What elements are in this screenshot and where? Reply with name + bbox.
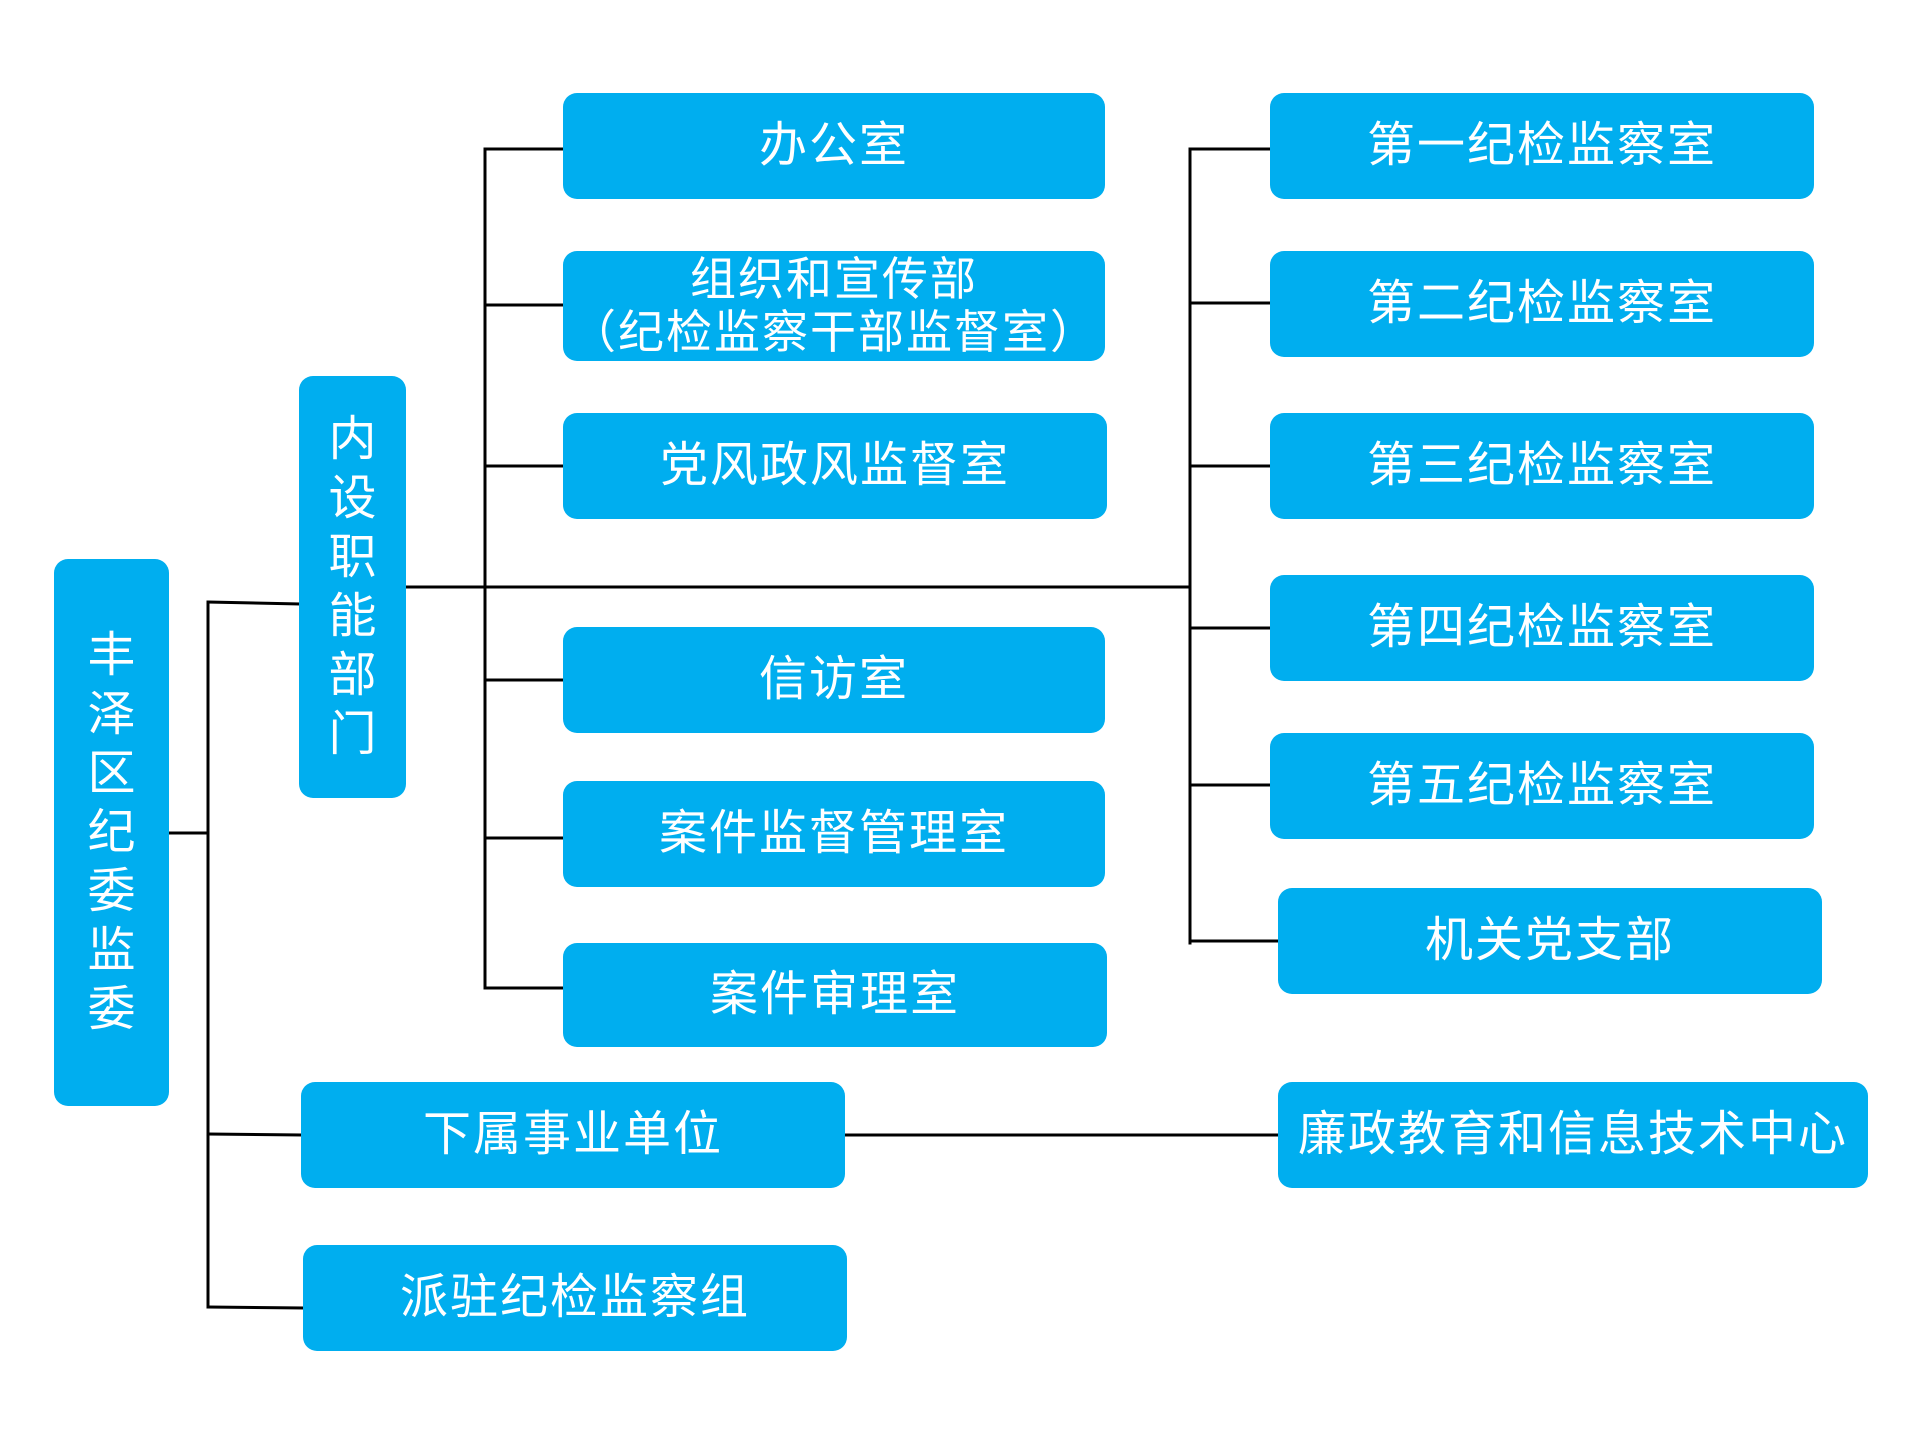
dept-node-party-conduct-supervision: 党风政风监督室 xyxy=(563,413,1107,519)
dept-label: 第四纪检监察室 xyxy=(1366,599,1717,656)
inner-departments-label: 内 设 职 能 部 门 xyxy=(328,410,376,764)
root-label-char: 泽 xyxy=(87,686,136,742)
dept-label: 案件监督管理室 xyxy=(658,805,1009,862)
dept-node-office: 办公室 xyxy=(563,93,1105,199)
inner-label-char: 设 xyxy=(328,470,377,526)
subordinate-units-node: 下属事业单位 xyxy=(301,1082,845,1188)
inner-label-char: 职 xyxy=(328,529,377,585)
inner-label-char: 内 xyxy=(328,411,377,467)
dept-node-supervision-room-3: 第三纪检监察室 xyxy=(1270,413,1814,519)
dept-label: 组织和宣传部 xyxy=(690,252,978,307)
dept-label: 第五纪检监察室 xyxy=(1366,757,1717,814)
integrity-center-label: 廉政教育和信息技术中心 xyxy=(1297,1106,1848,1163)
inner-label-char: 能 xyxy=(328,588,377,644)
connector-line xyxy=(206,600,301,606)
dept-label: 办公室 xyxy=(758,117,909,174)
dept-label: 第二纪检监察室 xyxy=(1366,275,1717,332)
root-label-char: 委 xyxy=(87,981,136,1037)
dept-node-supervision-room-4: 第四纪检监察室 xyxy=(1270,575,1814,681)
dispatched-supervision-group-node: 派驻纪检监察组 xyxy=(303,1245,847,1351)
dept-node-party-branch: 机关党支部 xyxy=(1278,888,1822,994)
dept-label: 信访室 xyxy=(758,651,909,708)
dispatched-group-label: 派驻纪检监察组 xyxy=(399,1269,750,1326)
subordinate-units-label: 下属事业单位 xyxy=(422,1106,723,1163)
connector-line xyxy=(206,1305,305,1310)
root-node-fengze-discipline-commission: 丰 泽 区 纪 委 监 委 xyxy=(54,559,169,1106)
integrity-education-it-center-node: 廉政教育和信息技术中心 xyxy=(1278,1082,1868,1188)
connector-line xyxy=(206,1132,303,1137)
dept-node-case-trial: 案件审理室 xyxy=(563,943,1107,1047)
root-node-label: 丰 泽 区 纪 委 监 委 xyxy=(87,626,135,1039)
dept-node-petition-office: 信访室 xyxy=(563,627,1105,733)
inner-label-char: 门 xyxy=(328,706,377,762)
dept-label: 第一纪检监察室 xyxy=(1366,117,1717,174)
root-label-char: 丰 xyxy=(87,627,136,683)
dept-node-supervision-room-5: 第五纪检监察室 xyxy=(1270,733,1814,839)
dept-node-case-supervision-management: 案件监督管理室 xyxy=(563,781,1105,887)
dept-label: 案件审理室 xyxy=(709,966,960,1023)
dept-label-subtitle: （纪检监察干部监督室） xyxy=(570,305,1098,359)
root-label-char: 纪 xyxy=(87,804,136,860)
dept-node-supervision-room-2: 第二纪检监察室 xyxy=(1270,251,1814,357)
inner-label-char: 部 xyxy=(328,647,377,703)
root-label-char: 区 xyxy=(87,745,136,801)
inner-departments-node: 内 设 职 能 部 门 xyxy=(299,376,406,798)
root-label-char: 监 xyxy=(87,922,136,978)
dept-label: 机关党支部 xyxy=(1424,912,1675,969)
dept-node-supervision-room-1: 第一纪检监察室 xyxy=(1270,93,1814,199)
dept-label: 第三纪检监察室 xyxy=(1366,437,1717,494)
root-label-char: 委 xyxy=(87,863,136,919)
dept-label: 党风政风监督室 xyxy=(659,437,1010,494)
dept-node-organization-publicity: 组织和宣传部 （纪检监察干部监督室） xyxy=(563,251,1105,361)
